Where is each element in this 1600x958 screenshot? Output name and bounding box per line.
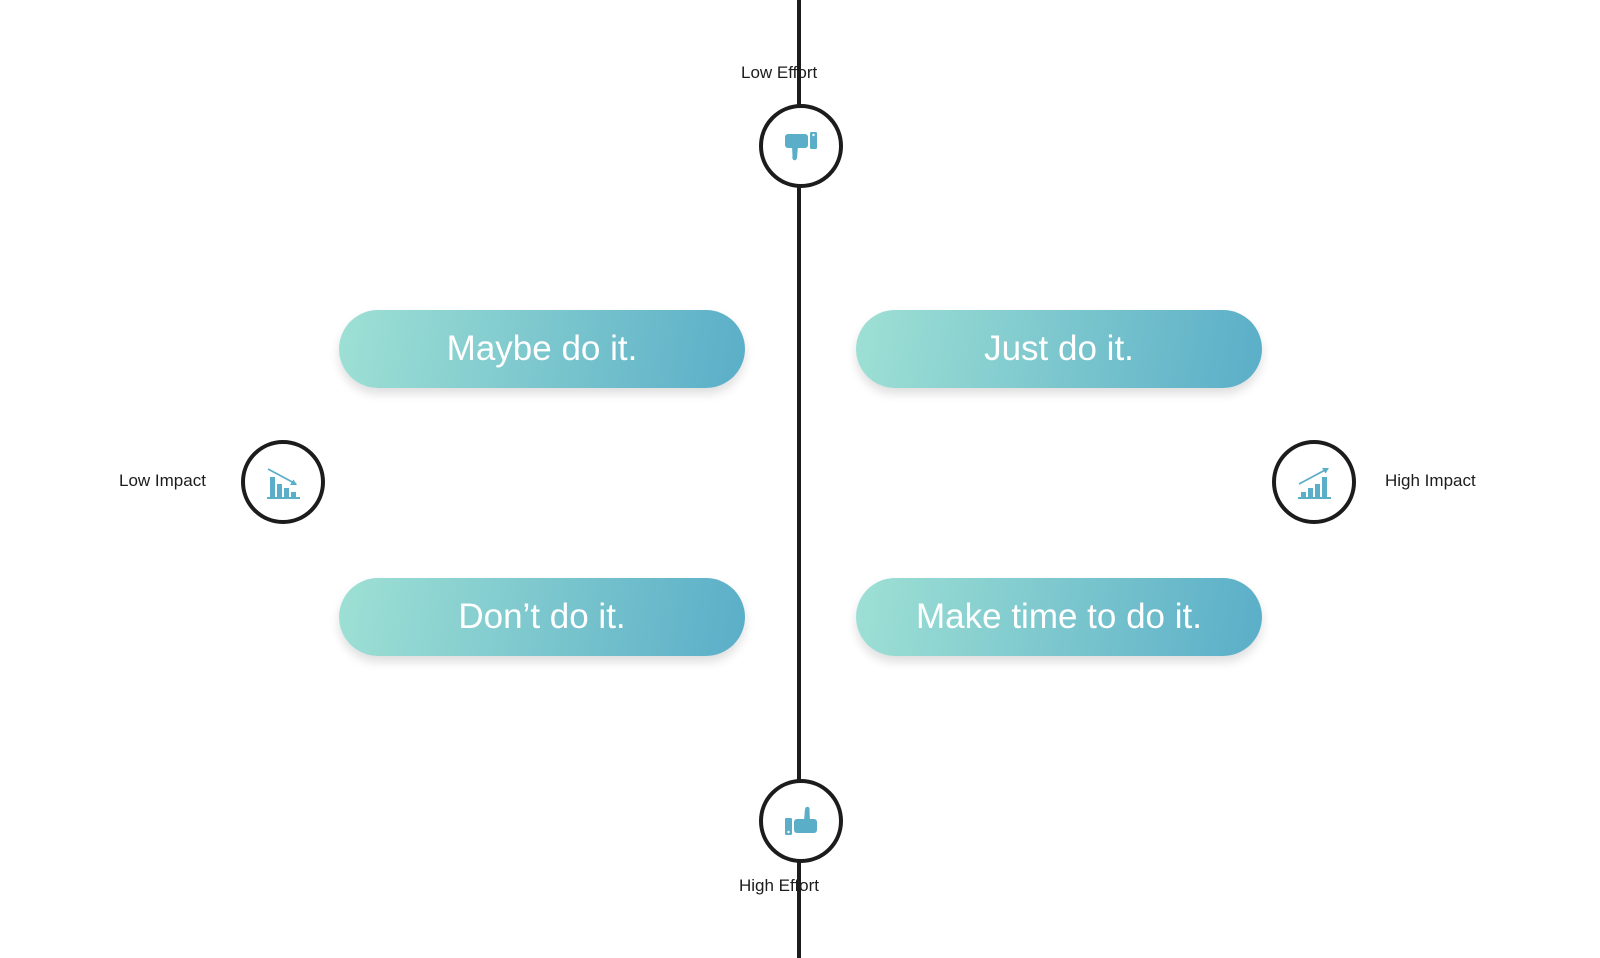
low-impact-label: Low Impact [119, 471, 206, 490]
high-effort-circle [759, 779, 843, 863]
low-effort-circle [759, 104, 843, 188]
bar-chart-increasing-icon [1292, 460, 1336, 504]
low-impact-circle [241, 440, 325, 524]
low-effort-label: Low Effort [741, 63, 818, 82]
quadrant-bottom-left-pill[interactable]: Don’t do it. [339, 578, 745, 656]
thumbs-down-icon [779, 124, 823, 168]
bar-chart-decreasing-icon [261, 460, 305, 504]
quadrant-top-left-text: Maybe do it. [446, 329, 638, 368]
quadrant-top-right-text: Just do it. [984, 329, 1134, 368]
thumbs-up-icon [779, 799, 823, 843]
high-effort-label: High Effort [739, 876, 820, 895]
high-impact-label: High Impact [1385, 471, 1476, 490]
quadrant-bottom-left-text: Don’t do it. [458, 597, 626, 636]
vertical-axis-line [797, 0, 801, 958]
quadrant-top-right-pill[interactable]: Just do it. [856, 310, 1262, 388]
quadrant-bottom-right-pill[interactable]: Make time to do it. [856, 578, 1262, 656]
high-impact-circle [1272, 440, 1356, 524]
quadrant-top-left-pill[interactable]: Maybe do it. [339, 310, 745, 388]
quadrant-bottom-right-text: Make time to do it. [916, 597, 1202, 636]
